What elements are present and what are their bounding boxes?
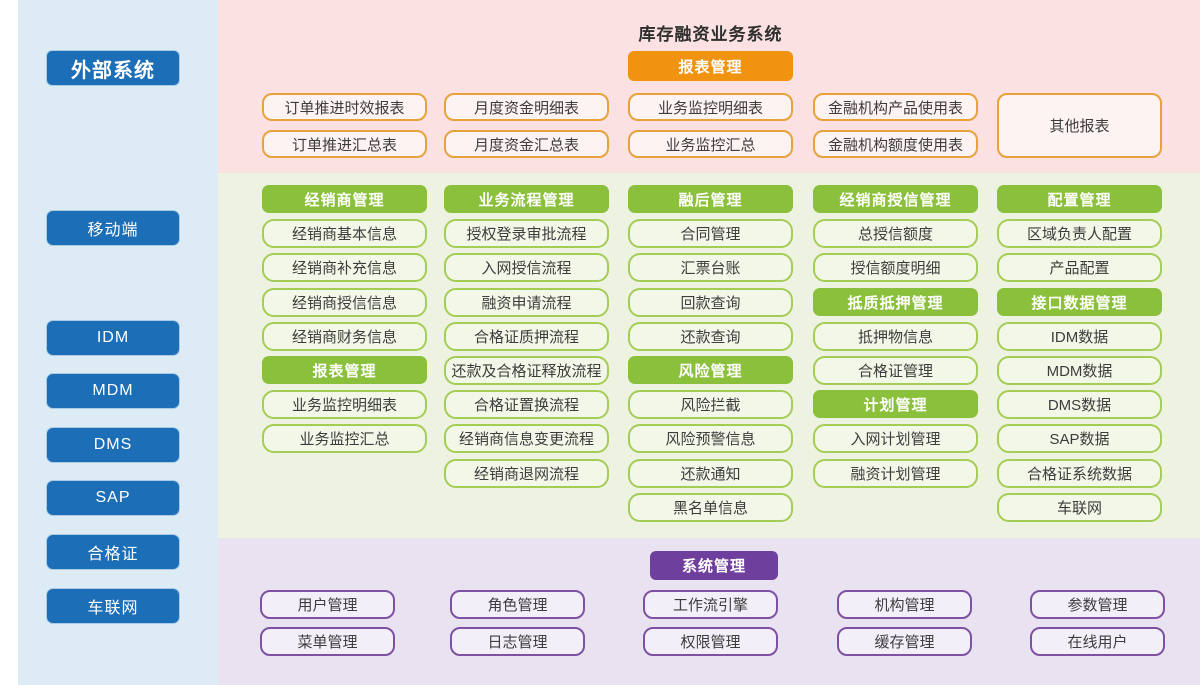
module-header: 经销商管理 xyxy=(262,185,427,213)
module-header: 接口数据管理 xyxy=(997,288,1162,316)
report-item: 业务监控汇总 xyxy=(628,130,793,158)
module-item: 经销商信息变更流程 xyxy=(444,424,609,453)
module-header: 报表管理 xyxy=(262,356,427,384)
module-item: 区域负责人配置 xyxy=(997,219,1162,248)
module-column: 经销商管理经销商基本信息经销商补充信息经销商授信信息经销商财务信息报表管理业务监… xyxy=(262,173,427,538)
module-column: 配置管理区域负责人配置产品配置接口数据管理 IDM数据 MDM数据 DMS数据 SAP数… xyxy=(997,173,1162,538)
module-item: IDM数据 xyxy=(997,322,1162,351)
module-item: 车联网 xyxy=(997,493,1162,522)
module-item: 总授信额度 xyxy=(813,219,978,248)
module-item: 业务监控明细表 xyxy=(262,390,427,419)
report-item-other: 其他报表 xyxy=(997,93,1162,158)
external-systems-panel: 外部系统 移动端 IDM MDM DMS SAP 合格证车联网 xyxy=(18,0,218,685)
module-header: 风险管理 xyxy=(628,356,793,384)
module-item: 授信额度明细 xyxy=(813,253,978,282)
system-management-panel: 系统管理 用户管理 角色管理 工作流引擎 机构管理 参数管理菜单管理 日志管理 权限管理 缓存… xyxy=(218,538,1200,685)
module-item: 融资申请流程 xyxy=(444,288,609,317)
module-item: 风险拦截 xyxy=(628,390,793,419)
module-item: 抵押物信息 xyxy=(813,322,978,351)
system-item: 用户管理 xyxy=(260,590,395,619)
module-item: 合同管理 xyxy=(628,219,793,248)
sidebar-item: 合格证 xyxy=(46,534,180,570)
report-item: 金融机构产品使用表 xyxy=(813,93,978,121)
report-item: 业务监控明细表 xyxy=(628,93,793,121)
module-item: 经销商基本信息 xyxy=(262,219,427,248)
module-item: 融资计划管理 xyxy=(813,459,978,488)
system-item: 日志管理 xyxy=(450,627,585,656)
module-item: 汇票台账 xyxy=(628,253,793,282)
reports-header: 报表管理 xyxy=(628,51,793,81)
module-item: 黑名单信息 xyxy=(628,493,793,522)
sidebar-item: MDM xyxy=(46,373,180,409)
system-management-header: 系统管理 xyxy=(650,551,778,580)
system-item: 参数管理 xyxy=(1030,590,1165,619)
module-item: 合格证管理 xyxy=(813,356,978,385)
module-column: 业务流程管理授权登录审批流程入网授信流程融资申请流程合格证质押流程还款及合格证释… xyxy=(444,173,609,538)
system-item: 工作流引擎 xyxy=(643,590,778,619)
reports-panel: 库存融资业务系统 报表管理 其他报表 订单推进时效报表月度资金明细表业务监控明细… xyxy=(218,0,1200,173)
module-item: SAP数据 xyxy=(997,424,1162,453)
module-item: 合格证置换流程 xyxy=(444,390,609,419)
module-header: 配置管理 xyxy=(997,185,1162,213)
system-title: 库存融资业务系统 xyxy=(638,25,783,44)
module-item: 还款通知 xyxy=(628,459,793,488)
module-item: 回款查询 xyxy=(628,288,793,317)
module-item: 经销商授信信息 xyxy=(262,288,427,317)
module-header: 业务流程管理 xyxy=(444,185,609,213)
system-item: 机构管理 xyxy=(837,590,972,619)
module-header: 融后管理 xyxy=(628,185,793,213)
modules-panel: 经销商管理经销商基本信息经销商补充信息经销商授信信息经销商财务信息报表管理业务监… xyxy=(218,173,1200,538)
report-item: 金融机构额度使用表 xyxy=(813,130,978,158)
system-item: 权限管理 xyxy=(643,627,778,656)
module-item: 还款查询 xyxy=(628,322,793,351)
sidebar-item: IDM xyxy=(46,320,180,356)
module-item: MDM数据 xyxy=(997,356,1162,385)
system-item: 缓存管理 xyxy=(837,627,972,656)
module-item: 经销商退网流程 xyxy=(444,459,609,488)
module-item: 入网授信流程 xyxy=(444,253,609,282)
module-column: 经销商授信管理总授信额度授信额度明细抵质抵押管理抵押物信息合格证管理计划管理入网… xyxy=(813,173,978,538)
report-item: 月度资金明细表 xyxy=(444,93,609,121)
module-item: 经销商补充信息 xyxy=(262,253,427,282)
system-item: 在线用户 xyxy=(1030,627,1165,656)
sidebar-item: SAP xyxy=(46,480,180,516)
module-header: 经销商授信管理 xyxy=(813,185,978,213)
system-item: 菜单管理 xyxy=(260,627,395,656)
module-item: 入网计划管理 xyxy=(813,424,978,453)
module-header: 计划管理 xyxy=(813,390,978,418)
module-item: 业务监控汇总 xyxy=(262,424,427,453)
report-item: 订单推进汇总表 xyxy=(262,130,427,158)
module-item: 授权登录审批流程 xyxy=(444,219,609,248)
module-item: 还款及合格证释放流程 xyxy=(444,356,609,385)
sidebar-item: DMS xyxy=(46,427,180,463)
report-item: 订单推进时效报表 xyxy=(262,93,427,121)
module-item: 产品配置 xyxy=(997,253,1162,282)
module-item: 风险预警信息 xyxy=(628,424,793,453)
module-item: DMS数据 xyxy=(997,390,1162,419)
module-item: 合格证系统数据 xyxy=(997,459,1162,488)
module-item: 合格证质押流程 xyxy=(444,322,609,351)
system-item: 角色管理 xyxy=(450,590,585,619)
module-item: 经销商财务信息 xyxy=(262,322,427,351)
external-systems-title: 外部系统 xyxy=(46,50,180,86)
module-header: 抵质抵押管理 xyxy=(813,288,978,316)
sidebar-item: 移动端 xyxy=(46,210,180,246)
module-column: 融后管理合同管理汇票台账回款查询还款查询风险管理风险拦截风险预警信息还款通知黑名… xyxy=(628,173,793,538)
sidebar-item: 车联网 xyxy=(46,588,180,624)
report-item: 月度资金汇总表 xyxy=(444,130,609,158)
